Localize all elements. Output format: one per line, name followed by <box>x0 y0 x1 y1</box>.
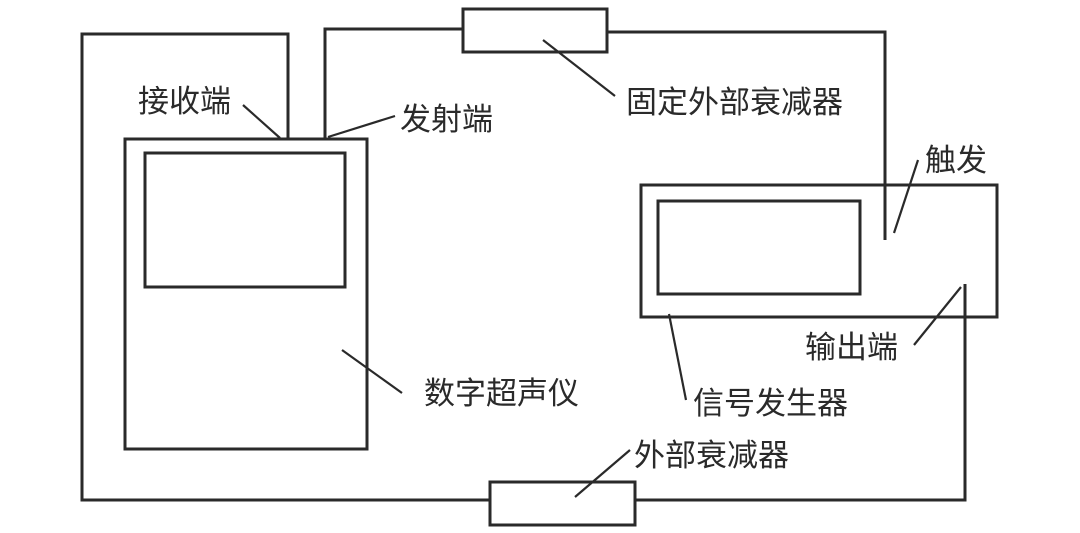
signal-generator-leader <box>667 313 688 401</box>
trigger-wire <box>607 30 887 240</box>
fixed-attenuator-leader <box>542 39 616 97</box>
output-wire <box>635 284 967 502</box>
external-attenuator-box <box>488 480 637 527</box>
transmitter-leader <box>327 114 396 139</box>
label-signal-generator: 信号发生器 <box>693 386 848 422</box>
receiver-wire <box>80 32 490 502</box>
label-trigger: 触发 <box>925 143 987 179</box>
signal-generator-screen <box>656 199 862 296</box>
ultrasonic-leader <box>341 349 403 394</box>
receiver-leader <box>242 104 281 139</box>
output-leader <box>913 286 962 346</box>
label-transmitter-port: 发射端 <box>400 102 493 138</box>
label-output-port: 输出端 <box>805 330 898 366</box>
trigger-leader <box>892 159 920 234</box>
fixed-attenuator-box <box>461 7 609 54</box>
label-receiver-port: 接收端 <box>138 84 231 120</box>
label-external-attenuator: 外部衰减器 <box>634 438 789 474</box>
label-ultrasonic-instrument: 数字超声仪 <box>424 376 579 412</box>
label-fixed-attenuator: 固定外部衰减器 <box>626 85 843 121</box>
signal-generator-body <box>639 183 999 319</box>
external-attenuator-leader <box>574 449 631 498</box>
ultrasonic-instrument-screen <box>143 151 347 289</box>
transmitter-wire <box>323 27 463 139</box>
